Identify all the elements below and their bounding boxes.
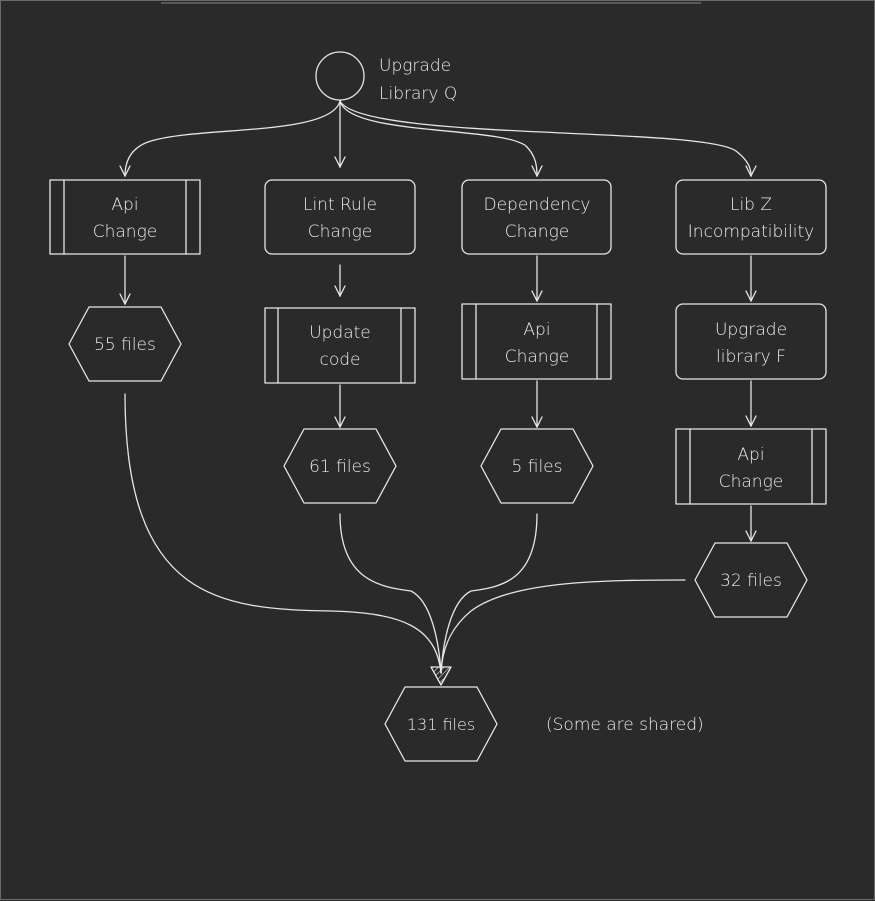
start-label-line1: Upgrade bbox=[379, 56, 451, 76]
merge-arrowhead-icon bbox=[430, 666, 452, 686]
dependency-change-box bbox=[461, 179, 612, 255]
lib-z-incompatibility-box bbox=[675, 179, 827, 255]
count-61-files-hexagon bbox=[283, 428, 397, 504]
count-5-files-hexagon bbox=[480, 428, 594, 504]
total-files-label: 131 files bbox=[407, 715, 475, 734]
count-32-files-hexagon bbox=[694, 542, 808, 618]
lib-z-label-line2: Incompatibility bbox=[688, 222, 814, 242]
lib-z-label-line1: Lib Z bbox=[730, 195, 772, 215]
count-61-files-label: 61 files bbox=[309, 457, 371, 477]
count-5-files-label: 5 files bbox=[512, 457, 563, 477]
count-5-files-node[interactable]: 5 files bbox=[480, 428, 594, 504]
start-connectors bbox=[125, 100, 751, 176]
edge-start-to-api-change bbox=[125, 100, 341, 176]
update-code-box bbox=[264, 307, 416, 384]
total-files-hexagon bbox=[384, 686, 498, 762]
edge-55-to-total bbox=[124, 393, 442, 674]
start-node[interactable]: Upgrade Library Q bbox=[315, 51, 457, 104]
edge-32-to-total bbox=[440, 579, 686, 674]
api-change-label-line1: Api bbox=[111, 195, 138, 215]
dependency-api-change-label-line1: Api bbox=[523, 320, 550, 340]
count-55-files-label: 55 files bbox=[94, 335, 156, 355]
dependency-api-change-box bbox=[461, 303, 612, 380]
shared-files-note: (Some are shared) bbox=[546, 715, 704, 735]
lint-rule-change-label-line1: Lint Rule bbox=[303, 195, 377, 215]
lint-rule-change-label-line2: Change bbox=[308, 222, 373, 242]
count-61-files-node[interactable]: 61 files bbox=[283, 428, 397, 504]
count-55-files-node[interactable]: 55 files bbox=[68, 306, 182, 382]
dependency-change-node[interactable]: Dependency Change bbox=[461, 179, 612, 255]
update-code-label-line2: code bbox=[320, 350, 361, 370]
libz-api-change-label-line2: Change bbox=[719, 472, 784, 492]
upgrade-library-f-label-line1: Upgrade bbox=[715, 320, 787, 340]
upgrade-library-f-node[interactable]: Upgrade library F bbox=[675, 303, 827, 380]
lib-z-incompatibility-node[interactable]: Lib Z Incompatibility bbox=[675, 179, 827, 255]
count-32-files-node[interactable]: 32 files bbox=[694, 542, 808, 618]
edge-5-to-total bbox=[440, 513, 538, 674]
libz-api-change-process[interactable]: Api Change bbox=[675, 428, 827, 505]
dependency-api-change-process[interactable]: Api Change bbox=[461, 303, 612, 380]
upgrade-library-f-label-line2: library F bbox=[716, 347, 786, 367]
libz-api-change-label-line1: Api bbox=[737, 445, 764, 465]
api-change-label-line2: Change bbox=[93, 222, 158, 242]
api-change-process[interactable]: Api Change bbox=[49, 179, 201, 255]
count-32-files-label: 32 files bbox=[720, 571, 782, 591]
update-code-process[interactable]: Update code bbox=[264, 307, 416, 384]
edge-61-to-total bbox=[339, 513, 442, 674]
edge-start-to-libz bbox=[339, 100, 751, 176]
lint-rule-change-node[interactable]: Lint Rule Change bbox=[264, 179, 416, 255]
update-code-label-line1: Update bbox=[309, 323, 371, 343]
lint-rule-change-box bbox=[264, 179, 416, 255]
start-label-line2: Library Q bbox=[379, 84, 457, 104]
dependency-change-label-line1: Dependency bbox=[483, 195, 590, 215]
total-files-node[interactable]: 131 files bbox=[384, 686, 498, 762]
dependency-api-change-label-line2: Change bbox=[505, 347, 570, 367]
api-change-box bbox=[49, 179, 201, 255]
upgrade-library-f-box bbox=[675, 303, 827, 380]
count-55-files-hexagon bbox=[68, 306, 182, 382]
libz-api-change-box bbox=[675, 428, 827, 505]
edge-start-to-dependency bbox=[339, 100, 537, 176]
merge-connectors bbox=[124, 393, 686, 674]
start-circle bbox=[315, 51, 365, 101]
dependency-change-label-line2: Change bbox=[505, 222, 570, 242]
